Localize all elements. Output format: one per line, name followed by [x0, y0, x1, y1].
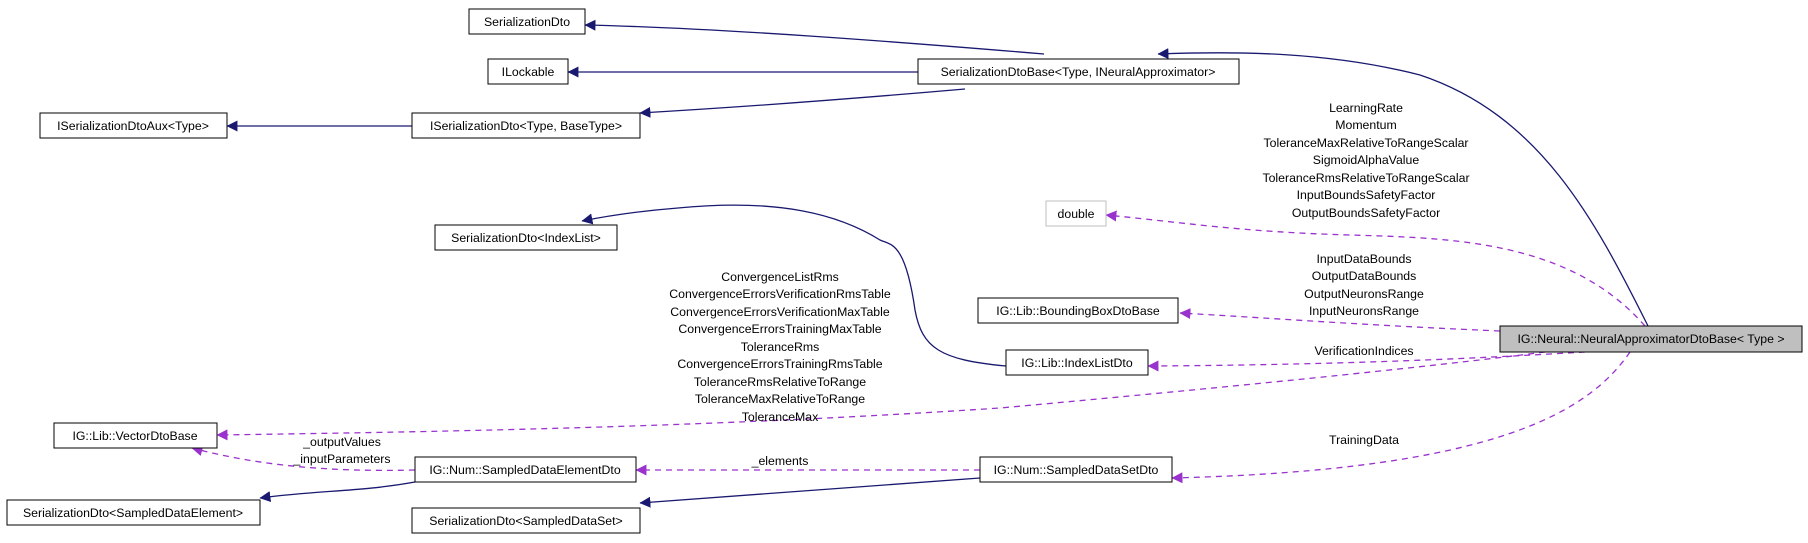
edge-element-to-vector: [191, 445, 416, 472]
edge-elementdto-to-serializationdto-sampleddataelement: [259, 481, 416, 503]
label-inputparameters: _inputParameters: [292, 452, 390, 466]
node-label: IG::Lib::BoundingBoxDtoBase: [996, 304, 1160, 318]
edge-labels: LearningRate Momentum ToleranceMaxRelati…: [292, 101, 1469, 468]
node-label: SerializationDto: [484, 15, 570, 29]
label-convergencelistrms: ConvergenceListRms: [721, 270, 839, 284]
node-label: ISerializationDtoAux<Type>: [57, 119, 209, 133]
node-iserializationdtoaux[interactable]: ISerializationDtoAux<Type>: [39, 112, 228, 139]
edge-setdto-to-serializationdto-sampleddataset: [639, 477, 981, 508]
edge-neural-to-double: [1105, 210, 1646, 327]
label-outputboundssafetyfactor: OutputBoundsSafetyFactor: [1292, 206, 1440, 220]
node-double[interactable]: double: [1045, 200, 1107, 227]
label-outputdatabounds: OutputDataBounds: [1312, 269, 1417, 283]
label-elements: _elements: [751, 454, 809, 468]
node-iserializationdto[interactable]: ISerializationDto<Type, BaseType>: [411, 112, 641, 139]
label-tolerancermsrelativetorangescalar: ToleranceRmsRelativeToRangeScalar: [1262, 171, 1469, 185]
node-neuralapproximatordtobase[interactable]: IG::Neural::NeuralApproximatorDtoBase< T…: [1499, 325, 1803, 353]
node-label: IG::Neural::NeuralApproximatorDtoBase< T…: [1517, 332, 1784, 346]
node-serializationdto[interactable]: SerializationDto: [468, 8, 586, 35]
label-trainingdata: TrainingData: [1329, 433, 1399, 447]
node-serializationdto-sampleddataset[interactable]: SerializationDto<SampledDataSet>: [411, 507, 641, 534]
label-inputneuronsrange: InputNeuronsRange: [1309, 304, 1419, 318]
label-tolerancermsrelativetorange: ToleranceRmsRelativeToRange: [694, 375, 866, 389]
node-label: IG::Lib::IndexListDto: [1021, 356, 1133, 370]
label-inputdatabounds: InputDataBounds: [1316, 252, 1411, 266]
node-label: SerializationDto<SampledDataSet>: [429, 514, 622, 528]
edge-base-to-serializationdto: [584, 19, 1045, 55]
usage-edges: [191, 210, 1646, 484]
inheritance-edges: [226, 19, 1649, 508]
node-serializationdtobase[interactable]: SerializationDtoBase<Type, INeuralApprox…: [917, 58, 1240, 85]
label-tolerancerms: ToleranceRms: [741, 340, 820, 354]
node-label: IG::Num::SampledDataElementDto: [429, 463, 621, 477]
node-sampleddataelementdto[interactable]: IG::Num::SampledDataElementDto: [414, 456, 637, 483]
edge-neural-to-training: [1171, 351, 1631, 484]
label-outputneuronsrange: OutputNeuronsRange: [1304, 287, 1424, 301]
node-label: SerializationDto<IndexList>: [451, 231, 601, 245]
node-label: IG::Num::SampledDataSetDto: [994, 463, 1159, 477]
edge-base-to-iserializationdto: [639, 88, 966, 118]
node-serializationdto-sampleddataelement[interactable]: SerializationDto<SampledDataElement>: [6, 499, 261, 526]
label-tolerancemaxrelativetorange: ToleranceMaxRelativeToRange: [695, 392, 865, 406]
label-tolerancemaxrelativetorangescalar: ToleranceMaxRelativeToRangeScalar: [1263, 136, 1468, 150]
label-convergenceerrorstrainingmaxtable: ConvergenceErrorsTrainingMaxTable: [678, 322, 881, 336]
label-convergenceerrorsverificationrmstable: ConvergenceErrorsVerificationRmsTable: [669, 287, 891, 301]
label-sigmoidalphavalue: SigmoidAlphaValue: [1313, 153, 1420, 167]
label-convergenceerrorsverificationmaxtable: ConvergenceErrorsVerificationMaxTable: [670, 305, 890, 319]
label-convergenceerrorstrainingrmstable: ConvergenceErrorsTrainingRmsTable: [677, 357, 882, 371]
label-learningrate: LearningRate: [1329, 101, 1403, 115]
node-boundingboxdtobase[interactable]: IG::Lib::BoundingBoxDtoBase: [977, 297, 1179, 324]
label-verificationindices: VerificationIndices: [1314, 344, 1413, 358]
edge-indexlistdto-to-serializationdto-indexlist: [581, 204, 1007, 367]
node-sampleddatasetdto[interactable]: IG::Num::SampledDataSetDto: [979, 456, 1173, 483]
node-label: SerializationDtoBase<Type, INeuralApprox…: [941, 65, 1216, 79]
node-serializationdto-indexlist[interactable]: SerializationDto<IndexList>: [434, 224, 618, 251]
label-inputboundssafetyfactor: InputBoundsSafetyFactor: [1297, 188, 1436, 202]
edge-neural-to-base: [1157, 48, 1649, 327]
node-label: ILockable: [502, 65, 555, 79]
node-indexlistdto[interactable]: IG::Lib::IndexListDto: [1005, 349, 1149, 376]
node-label: IG::Lib::VectorDtoBase: [72, 429, 197, 443]
label-outputvalues: _outputValues: [302, 435, 381, 449]
edge-neural-to-vector: [216, 351, 1546, 441]
node-ilockable[interactable]: ILockable: [487, 58, 569, 85]
label-momentum: Momentum: [1335, 118, 1397, 132]
node-label: double: [1058, 207, 1095, 221]
label-tolerancemax: ToleranceMax: [742, 410, 819, 424]
node-vectordtobase[interactable]: IG::Lib::VectorDtoBase: [53, 422, 218, 449]
node-label: ISerializationDto<Type, BaseType>: [430, 119, 622, 133]
edge-neural-to-boundingbox: [1179, 308, 1501, 332]
node-label: SerializationDto<SampledDataElement>: [23, 506, 243, 520]
